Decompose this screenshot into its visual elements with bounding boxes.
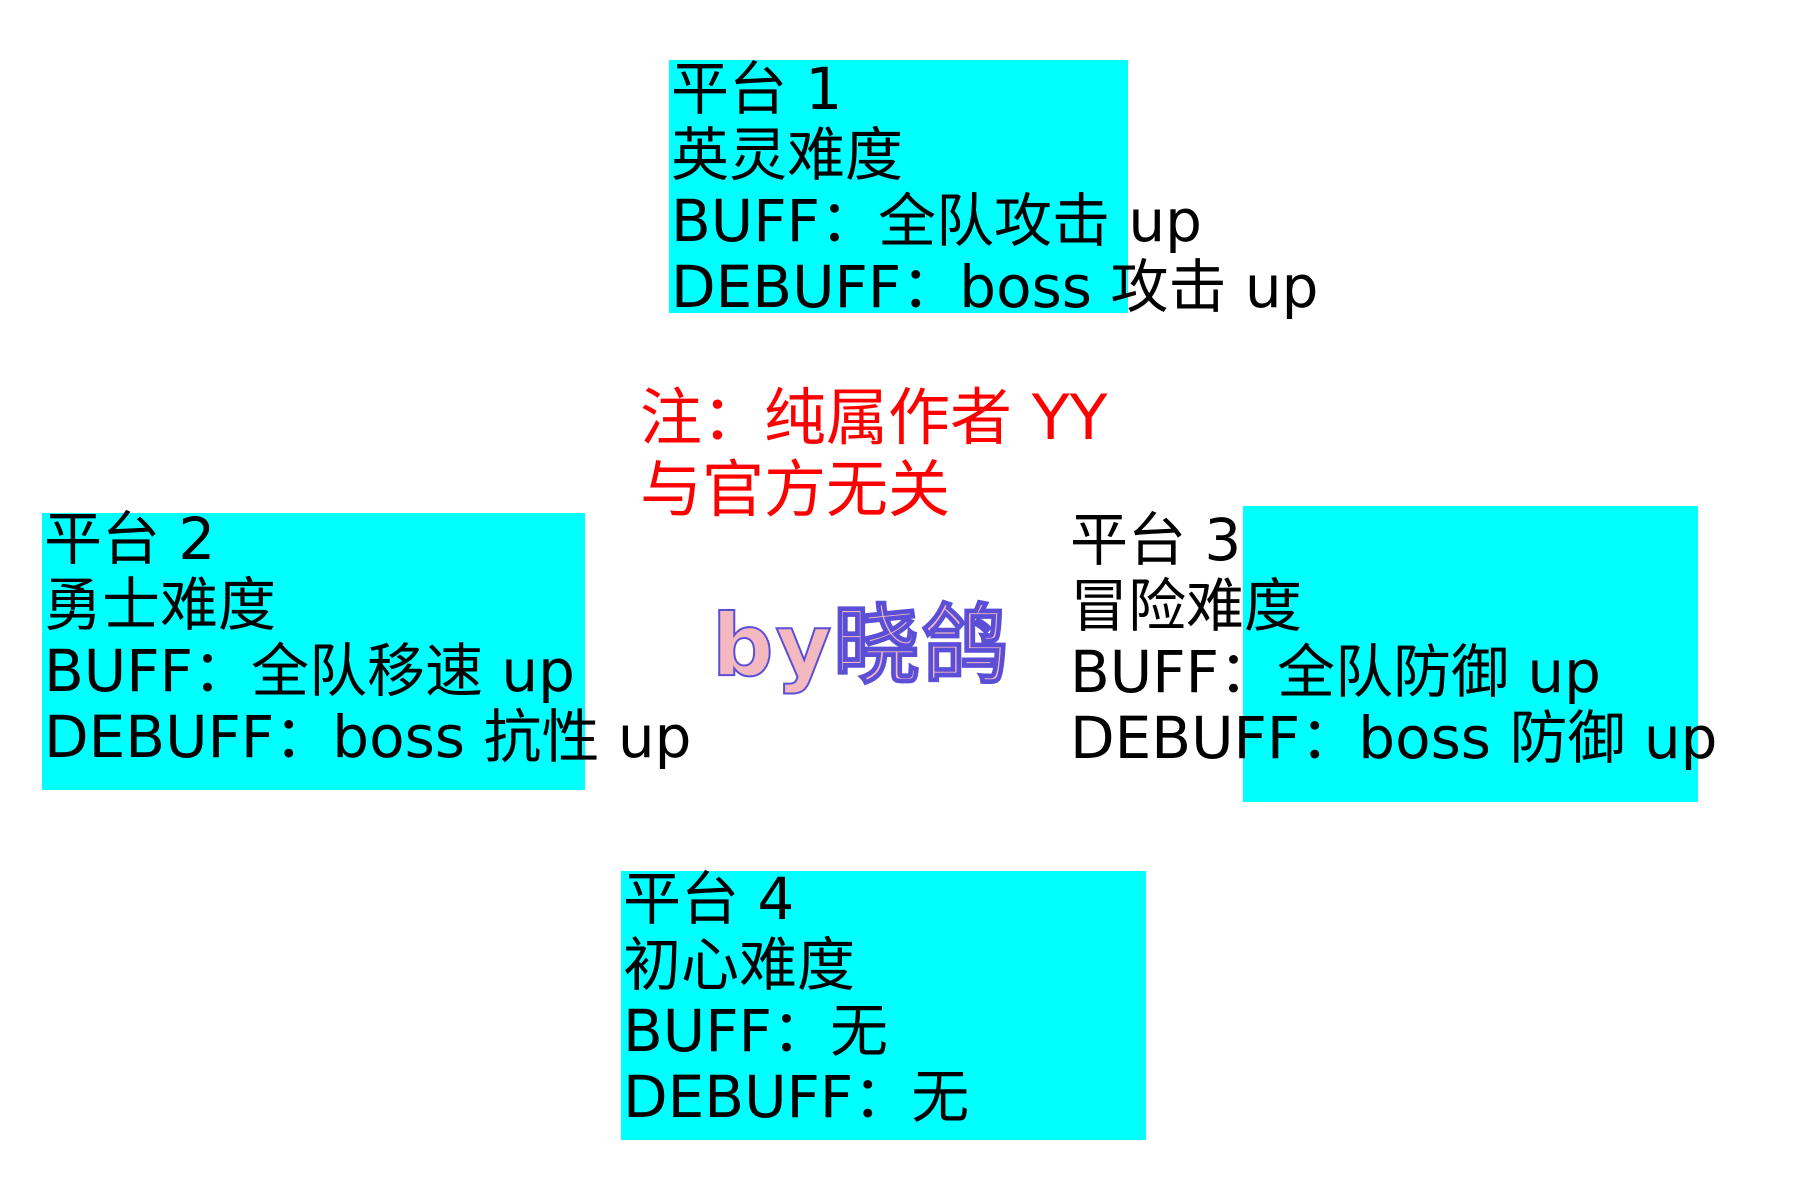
author-watermark: by晓鸽 xyxy=(711,595,1010,697)
platform-3-text: 平台 3 冒险难度 BUFF：全队防御 up DEBUFF：boss 防御 up xyxy=(1070,507,1717,771)
platform-1-title: 平台 1 xyxy=(671,55,843,123)
platform-1-difficulty: 英灵难度 xyxy=(671,121,904,189)
platform-2-difficulty: 勇士难度 xyxy=(44,571,277,639)
platform-4-buff: BUFF：无 xyxy=(623,997,888,1065)
platform-2-title: 平台 2 xyxy=(44,505,216,573)
platform-2-buff: BUFF：全队移速 up xyxy=(44,637,575,705)
platform-3-debuff: DEBUFF：boss 防御 up xyxy=(1070,704,1718,772)
platform-4-text: 平台 4 初心难度 BUFF：无 DEBUFF：无 xyxy=(623,866,969,1130)
disclaimer-note: 注：纯属作者 YY 与官方无关 xyxy=(640,382,1107,526)
platform-1-debuff: DEBUFF：boss 攻击 up xyxy=(671,253,1319,321)
platform-3-difficulty: 冒险难度 xyxy=(1070,572,1303,640)
platform-2-text: 平台 2 勇士难度 BUFF：全队移速 up DEBUFF：boss 抗性 up xyxy=(44,506,691,770)
platform-3-buff: BUFF：全队防御 up xyxy=(1070,638,1601,706)
platform-4-difficulty: 初心难度 xyxy=(623,931,856,999)
platform-4-title: 平台 4 xyxy=(623,865,795,933)
platform-2-box xyxy=(42,513,585,790)
disclaimer-line-1: 注：纯属作者 YY xyxy=(640,381,1108,454)
platform-4-box xyxy=(621,871,1146,1140)
platform-1-buff: BUFF：全队攻击 up xyxy=(671,187,1202,255)
platform-3-title: 平台 3 xyxy=(1070,506,1242,574)
platform-1-text: 平台 1 英灵难度 BUFF：全队攻击 up DEBUFF：boss 攻击 up xyxy=(671,56,1318,320)
platform-4-debuff: DEBUFF：无 xyxy=(623,1063,970,1131)
platform-1-box xyxy=(669,60,1128,313)
platform-2-debuff: DEBUFF：boss 抗性 up xyxy=(44,703,692,771)
platform-3-box xyxy=(1243,506,1698,802)
disclaimer-line-2: 与官方无关 xyxy=(640,453,951,526)
